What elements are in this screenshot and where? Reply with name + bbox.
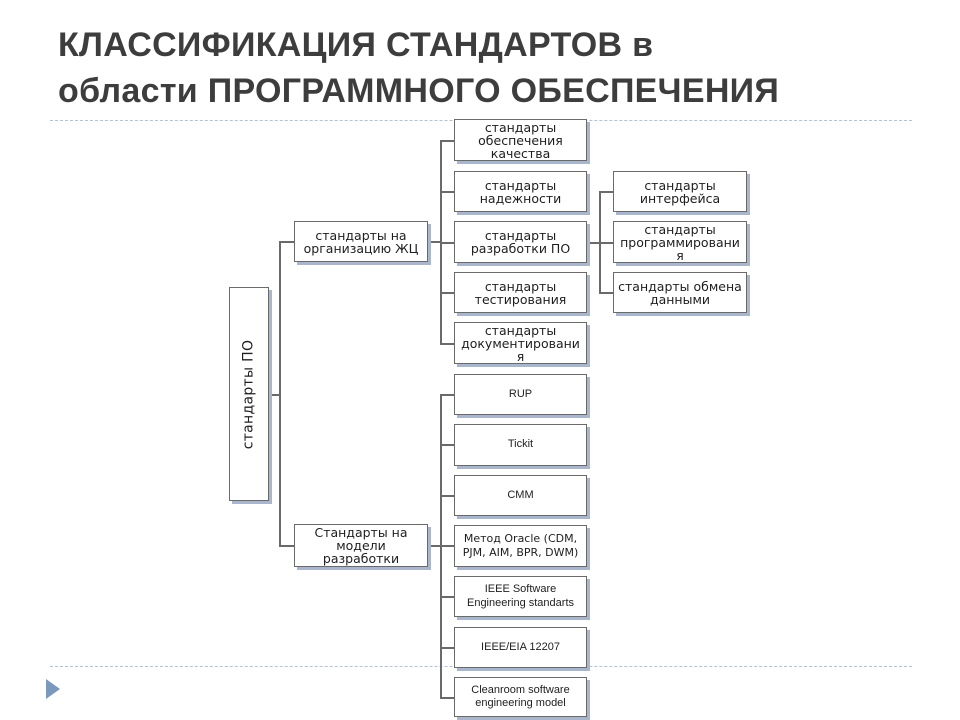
connector [587,242,600,244]
development-item-label: стандарты обмена данными [618,278,742,307]
connector [599,242,613,244]
model-item-node: Cleanroom software engineering model [454,677,587,717]
lifecycle-item-label: стандарты документировани я [461,322,580,364]
connector [440,596,454,598]
title-line-2: области ПРОГРАММНОГО ОБЕСПЕЧЕНИЯ [58,72,780,110]
model-item-label: RUP [508,387,533,400]
branch-models-node: Стандарты на модели разработки [294,524,428,567]
connector [440,444,454,446]
connector [440,697,454,699]
model-item-label: CMM [507,488,534,501]
model-item-node: Метод Oracle (CDM, PJM, AIM, BPR, DWM) [454,525,587,567]
lifecycle-item-label: стандарты обеспечения качества [478,119,563,161]
model-item-label: Cleanroom software engineering model [471,683,570,710]
connector [428,545,441,547]
title-line-1: КЛАССИФИКАЦИЯ СТАНДАРТОВ в [58,26,654,64]
lifecycle-item-node: стандарты документировани я [454,322,587,364]
branch-lifecycle-node: стандарты на организацию ЖЦ [294,221,428,262]
connector [440,495,454,497]
model-item-label: Метод Oracle (CDM, PJM, AIM, BPR, DWM) [462,532,579,559]
model-item-node: CMM [454,475,587,516]
development-item-label: стандарты программировани я [620,221,740,263]
connector [440,394,454,396]
model-item-label: IEEE Software Engineering standarts [466,583,574,609]
development-item-node: стандарты программировани я [613,221,747,263]
model-item-label: IEEE/EIA 12207 [481,640,560,653]
slide-title: КЛАССИФИКАЦИЯ СТАНДАРТОВ в области ПРОГР… [58,22,938,114]
model-item-node: RUP [454,374,587,415]
development-item-label: стандарты интерфейса [639,177,721,206]
connector [440,140,454,142]
connector [268,394,280,396]
connector [599,191,613,193]
connector [440,242,454,244]
connector [599,292,613,294]
connector [279,241,294,243]
lifecycle-item-node: стандарты надежности [454,171,587,212]
model-item-label: Tickit [507,438,534,451]
triangle-bullet-icon [46,679,60,699]
development-item-node: стандарты интерфейса [613,171,747,212]
connector [440,343,454,345]
lifecycle-item-label: стандарты тестирования [474,278,567,307]
development-item-node: стандарты обмена данными [613,272,747,313]
connector [440,191,454,193]
branch-lifecycle-label: стандарты на организацию ЖЦ [303,227,419,256]
connector [440,545,454,547]
root-node: стандарты ПО [229,287,269,501]
connector [440,292,454,294]
connector [440,647,454,649]
lifecycle-item-label: стандарты надежности [479,177,562,206]
model-item-node: IEEE Software Engineering standarts [454,576,587,617]
lifecycle-item-node: стандарты обеспечения качества [454,119,587,161]
branch-models-label: Стандарты на модели разработки [314,525,408,566]
lifecycle-item-node: стандарты тестирования [454,272,587,313]
connector [428,241,441,243]
lifecycle-item-node: стандарты разработки ПО [454,221,587,263]
model-item-node: IEEE/EIA 12207 [454,627,587,668]
connector [279,241,281,546]
lifecycle-item-label: стандарты разработки ПО [470,228,571,256]
model-item-node: Tickit [454,424,587,466]
connector [279,545,294,547]
root-node-label: стандарты ПО [240,339,257,449]
